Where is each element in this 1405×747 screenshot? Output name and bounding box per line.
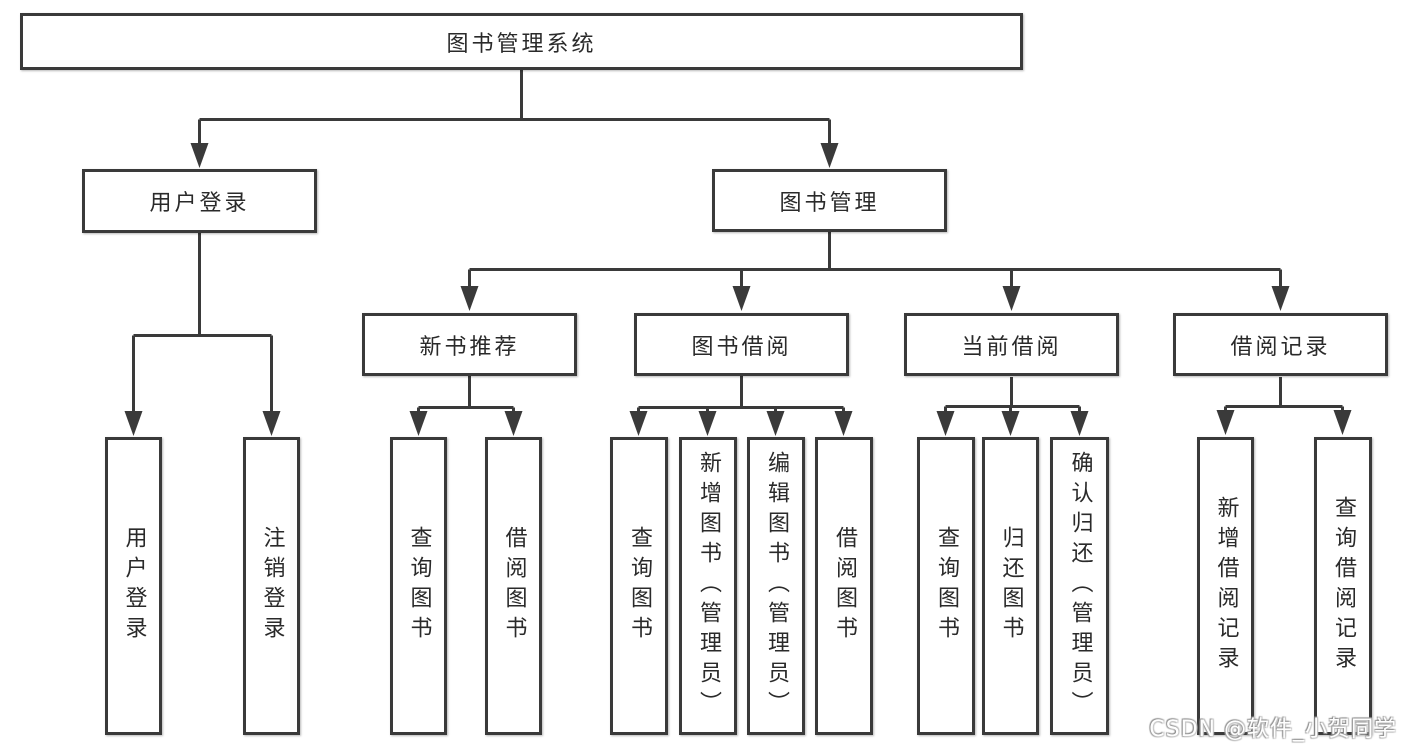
node-book-borrowing: 图书借阅	[634, 313, 849, 376]
leaf-add-book-admin-label: 新增图书（管理员）	[696, 451, 721, 721]
node-current-borrowing: 当前借阅	[904, 313, 1119, 376]
leaf-user-login: 用户登录	[105, 437, 162, 735]
leaf-logout: 注销登录	[243, 437, 300, 735]
leaf-query-books-recommend: 查询图书	[390, 437, 447, 735]
node-new-book-recommend: 新书推荐	[362, 313, 577, 376]
leaf-logout-label: 注销登录	[259, 526, 285, 646]
node-borrow-records: 借阅记录	[1173, 313, 1388, 376]
node-user-login-group: 用户登录	[82, 169, 317, 233]
leaf-confirm-return-admin: 确认归还（管理员）	[1050, 437, 1109, 735]
node-user-login-group-label: 用户登录	[149, 191, 250, 216]
leaf-confirm-return-admin-label: 确认归还（管理员）	[1067, 451, 1093, 721]
leaf-borrow-books-borrowing: 借阅图书	[815, 437, 873, 735]
leaf-return-book-label: 归还图书	[998, 526, 1024, 646]
leaf-query-books-current-label: 查询图书	[934, 526, 959, 646]
leaf-query-borrow-record-label: 查询借阅记录	[1331, 496, 1356, 676]
leaf-user-login-label: 用户登录	[121, 526, 147, 646]
leaf-borrow-books-borrowing-label: 借阅图书	[832, 526, 857, 646]
leaf-add-borrow-record: 新增借阅记录	[1197, 437, 1254, 735]
leaf-borrow-books-recommend: 借阅图书	[485, 437, 542, 735]
leaf-add-book-admin: 新增图书（管理员）	[679, 437, 737, 735]
leaf-query-books-current: 查询图书	[917, 437, 975, 735]
node-new-book-recommend-label: 新书推荐	[419, 334, 520, 360]
node-book-management-label: 图书管理	[779, 190, 880, 216]
node-current-borrowing-label: 当前借阅	[961, 334, 1062, 360]
node-library-system: 图书管理系统	[20, 13, 1023, 70]
node-book-borrowing-label: 图书借阅	[691, 334, 792, 360]
node-library-system-label: 图书管理系统	[446, 31, 597, 57]
leaf-edit-book-admin-label: 编辑图书（管理员）	[764, 451, 789, 721]
leaf-query-books-borrowing-label: 查询图书	[627, 526, 652, 646]
leaf-query-borrow-record: 查询借阅记录	[1314, 437, 1372, 735]
leaf-return-book: 归还图书	[982, 437, 1039, 735]
csdn-watermark: CSDN @软件_小贺同学	[1149, 717, 1397, 742]
leaf-query-books-recommend-label: 查询图书	[406, 526, 432, 646]
leaf-edit-book-admin: 编辑图书（管理员）	[747, 437, 805, 735]
leaf-borrow-books-recommend-label: 借阅图书	[501, 526, 527, 646]
leaf-query-books-borrowing: 查询图书	[610, 437, 668, 735]
node-book-management: 图书管理	[712, 169, 947, 232]
leaf-add-borrow-record-label: 新增借阅记录	[1213, 496, 1239, 676]
node-borrow-records-label: 借阅记录	[1230, 334, 1331, 360]
